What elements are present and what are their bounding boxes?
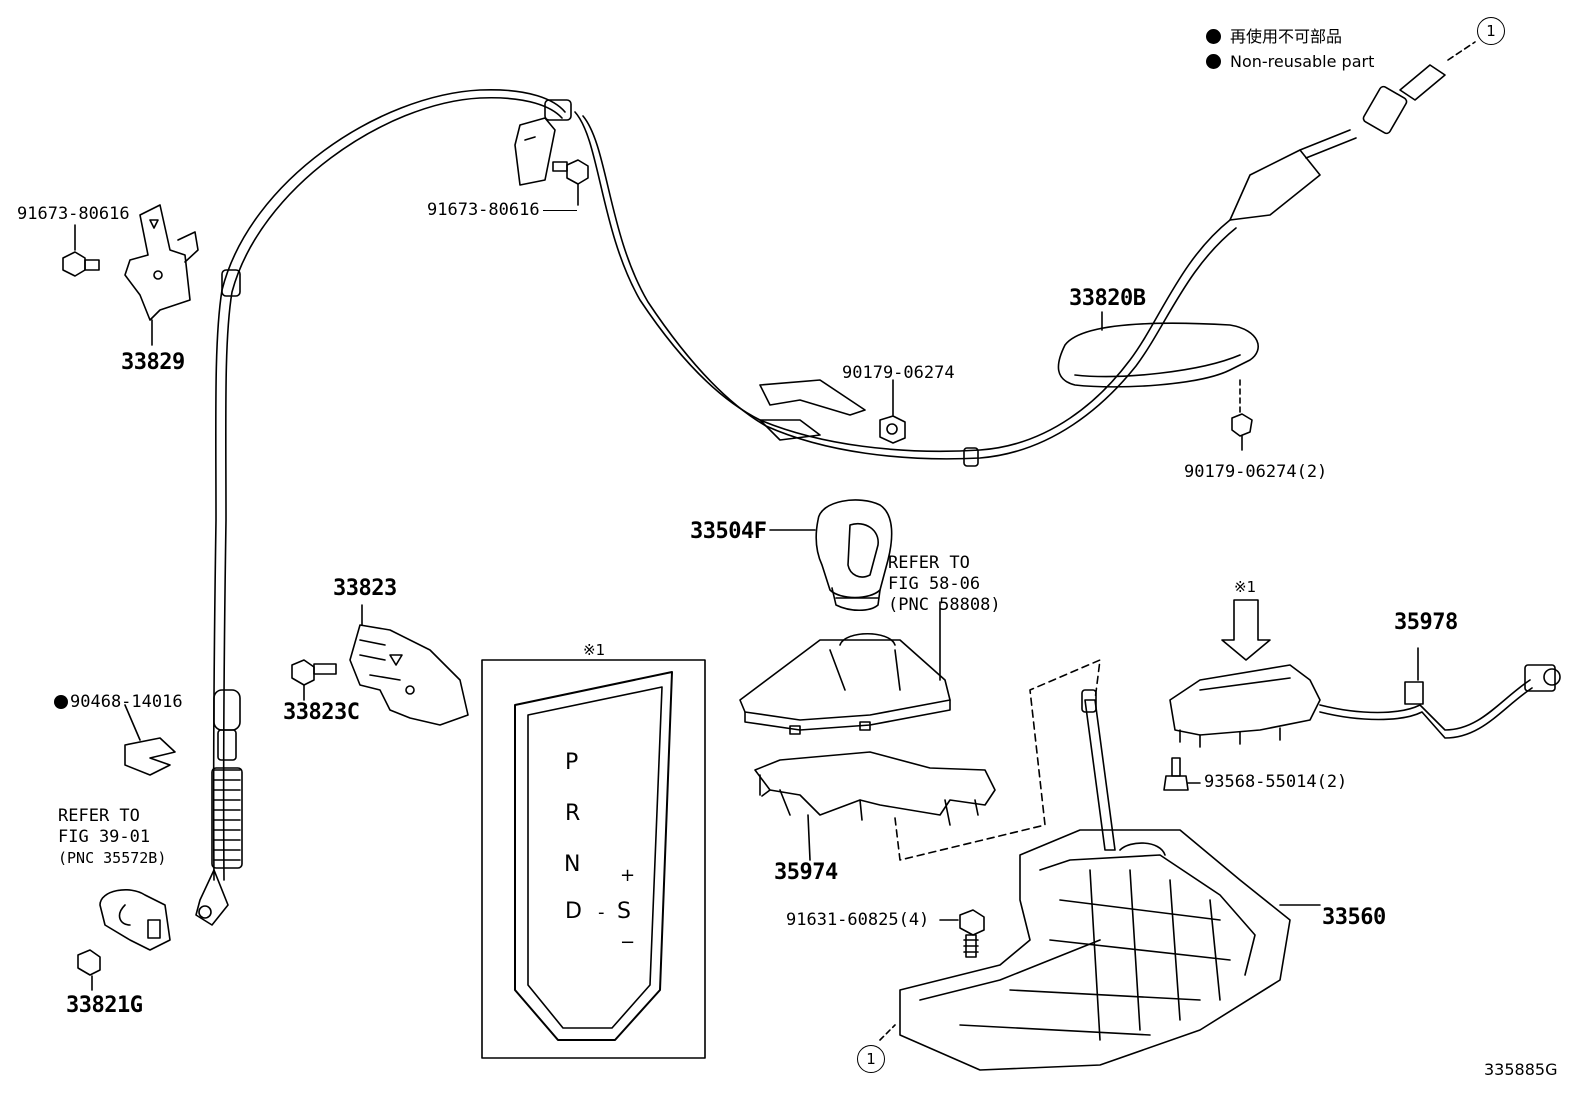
gate-plus: + [620, 865, 636, 886]
part-label-33823C: 33823C [283, 700, 360, 725]
shift-gate-panel [481, 659, 706, 1059]
refer-note-knob-line-1: REFER TO [888, 553, 970, 573]
refer-note-cable-line-2: FIG 39-01 [58, 827, 151, 847]
shift-knob-33504F [769, 499, 893, 612]
part-label-33504F: 33504F [690, 519, 767, 544]
gate-dash: - [598, 902, 605, 923]
bolt-93568 [1163, 757, 1201, 791]
non-reusable-dot-icon [1206, 29, 1221, 44]
part-label-93568: 93568-55014(2) [1204, 772, 1348, 792]
figure-code: 335885G [1484, 1060, 1558, 1079]
nut-90179-single [879, 379, 906, 444]
non-reusable-dot-icon [1206, 54, 1221, 69]
ref-mark-gate: ※1 [583, 641, 606, 659]
bracket-35974 [754, 751, 996, 861]
gate-letter-p: P [565, 750, 579, 775]
plate-33820B [1057, 311, 1259, 416]
part-label-33820B: 33820B [1069, 286, 1146, 311]
part-label-35978: 35978 [1394, 610, 1458, 635]
bolt-91673-mid [552, 159, 589, 206]
assembly-dashed-outline [894, 659, 1101, 861]
part-label-90179-pair: 90179-06274(2) [1184, 462, 1328, 482]
part-label-33560: 33560 [1322, 905, 1386, 930]
connector-33821G [77, 889, 171, 991]
gate-letter-n: N [564, 852, 581, 877]
nut-90179-pair [1231, 413, 1253, 451]
gate-letter-s: S [617, 899, 631, 924]
bolt-91631 [939, 909, 985, 958]
refer-note-cable-line-1: REFER TO [58, 806, 140, 826]
refer-note-cable: REFER TO FIG 39-01 (PNC 35572B) [58, 806, 166, 869]
ref-circle-top: 1 [1477, 17, 1505, 45]
gate-letter-r: R [565, 801, 581, 826]
part-label-33823: 33823 [333, 576, 397, 601]
legend-jp: 再使用不可部品 [1230, 27, 1343, 46]
bracket-33823 [349, 604, 469, 726]
ref-mark-connector: ※1 [1234, 578, 1257, 596]
clip-90468 [124, 704, 176, 776]
indicator-arrow [1221, 599, 1271, 661]
cable-end-upper-right [1229, 41, 1476, 221]
refer-note-knob-line-3: (PNC 58808) [888, 595, 1001, 615]
part-label-90468: 90468-14016 [70, 692, 183, 712]
part-label-91673-left: 91673-80616 [17, 204, 130, 224]
gate-minus: − [620, 932, 636, 953]
part-label-33821G: 33821G [66, 993, 143, 1018]
part-label-33829: 33829 [121, 350, 185, 375]
refer-note-knob-line-2: FIG 58-06 [888, 574, 981, 594]
ref-circle-bottom: 1 [857, 1045, 885, 1073]
bolt-91673-left [62, 224, 100, 277]
shift-lever-assembly-33560 [879, 689, 1321, 1071]
part-label-91631: 91631-60825(4) [786, 910, 930, 930]
part-label-35974: 35974 [774, 860, 838, 885]
refer-note-cable-line-3: (PNC 35572B) [58, 849, 167, 867]
connector-35978 [1169, 647, 1561, 748]
bolt-33823C [291, 659, 337, 701]
legend-en: Non-reusable part [1230, 52, 1375, 71]
shift-cable-upper [514, 111, 1237, 467]
shift-cable-left [195, 89, 572, 926]
bracket-33829 [124, 204, 199, 346]
non-reusable-dot-icon [54, 695, 68, 709]
part-label-90179-single: 90179-06274 [842, 363, 955, 383]
gate-letter-d: D [565, 899, 582, 924]
refer-note-knob: REFER TO FIG 58-06 (PNC 58808) [888, 553, 1001, 616]
leader-91673-mid [543, 210, 577, 211]
part-label-91673-mid: 91673-80616 [427, 200, 540, 220]
shift-boot [739, 601, 951, 735]
